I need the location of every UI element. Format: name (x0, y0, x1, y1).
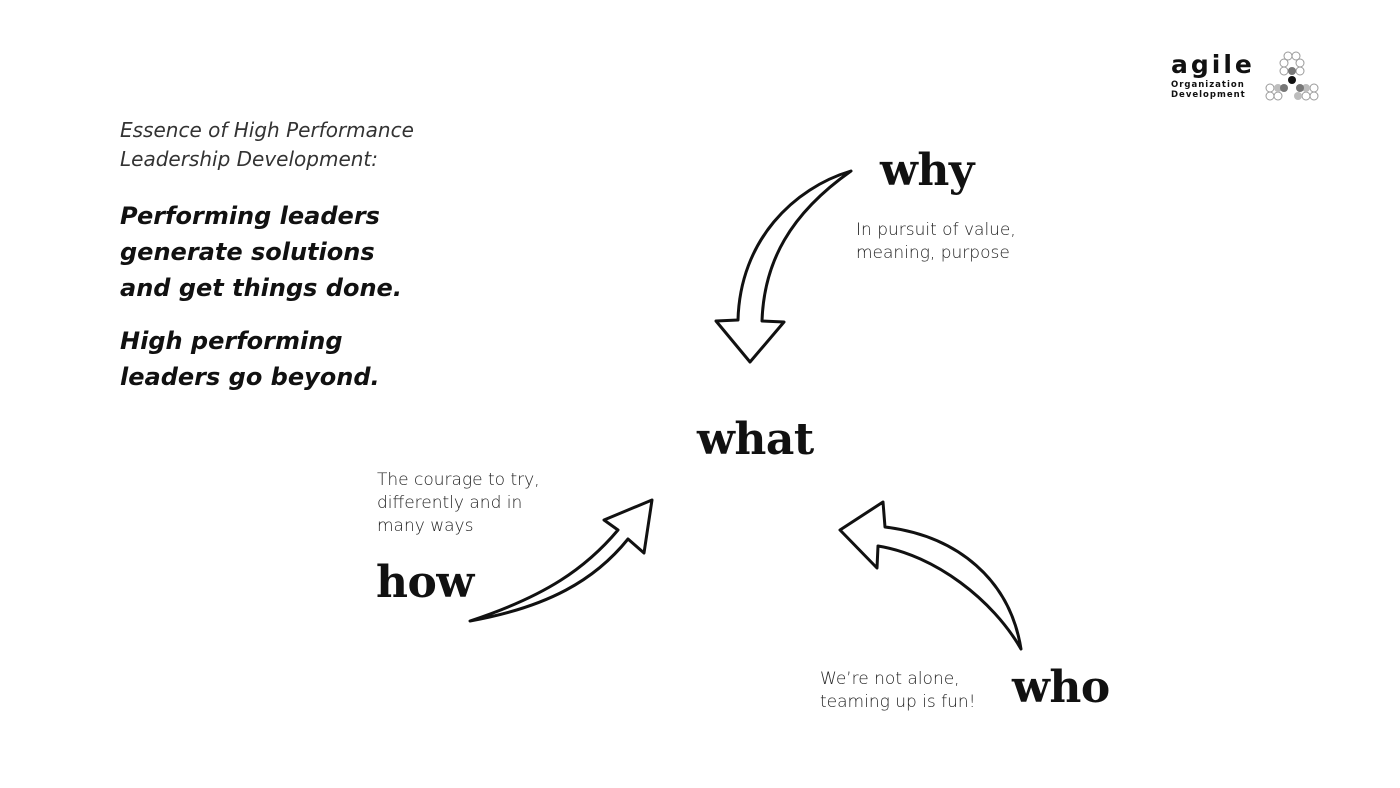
statement-line: and get things done. (120, 274, 402, 302)
statement-high-performing: High performing leaders go beyond. (120, 323, 440, 395)
node-how: how (376, 557, 474, 608)
statement-line: leaders go beyond. (120, 363, 380, 391)
node-what: what (697, 414, 814, 465)
logo-subtitle-line-2: Development (1171, 90, 1246, 100)
caption-why: In pursuit of value, meaning, purpose (856, 219, 1056, 265)
caption-line: differently and in (377, 493, 523, 513)
logo-subtitle-line-1: Organization (1171, 80, 1245, 90)
curved-arrow-icon (838, 500, 1023, 651)
caption-line: many ways (377, 516, 474, 536)
statement-performing-leaders: Performing leaders generate solutions an… (120, 198, 440, 306)
statement-line: generate solutions (120, 238, 375, 266)
curved-arrow-icon (468, 498, 654, 623)
curved-arrow-icon (714, 169, 853, 364)
caption-line: teaming up is fun! (820, 692, 976, 712)
logo: agile Organization Development (1171, 50, 1261, 100)
dot-triangle-logo-icon (1265, 51, 1319, 101)
intro-line-2: Leadership Development: (120, 147, 379, 171)
caption-line: We’re not alone, (820, 669, 960, 689)
statement-line: Performing leaders (120, 202, 380, 230)
intro-line-1: Essence of High Performance (120, 118, 414, 142)
intro-heading: Essence of High Performance Leadership D… (120, 116, 440, 174)
node-why: why (880, 145, 974, 196)
caption-line: The courage to try, (377, 470, 540, 490)
caption-how: The courage to try, differently and in m… (377, 469, 577, 538)
statement-line: High performing (120, 327, 343, 355)
logo-word: agile (1171, 50, 1255, 79)
node-who: who (1012, 662, 1110, 713)
caption-line: In pursuit of value, (856, 220, 1016, 240)
caption-line: meaning, purpose (856, 243, 1010, 263)
caption-who: We’re not alone, teaming up is fun! (820, 668, 1020, 714)
